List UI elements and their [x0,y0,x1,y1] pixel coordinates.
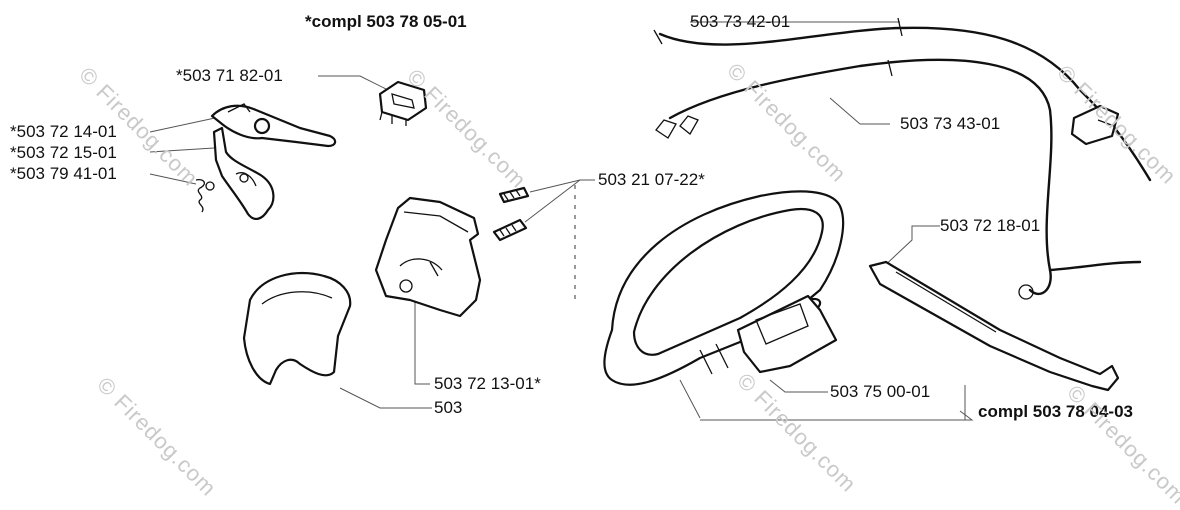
label-503-72-18-01: 503 72 18-01 [940,216,1041,235]
spring [195,178,215,213]
wire-connector [1070,104,1120,146]
label-503-72-15-01: *503 72 15-01 [10,143,117,162]
label-503-cut: 503 [434,398,463,417]
kit-label-bottom: compl 503 78 04-03 [978,402,1133,421]
parts-diagram: *compl 503 78 05-01 *503 71 82-01 *503 7… [10,12,1180,509]
stop-switch [378,80,428,126]
parts-drawing [149,17,1152,421]
screws [492,186,530,242]
label-503-75-00-01: 503 75 00-01 [830,382,931,401]
label-503-73-43-01: 503 73 43-01 [900,114,1001,133]
label-503-73-42-01: 503 73 42-01 [690,12,791,31]
kit-label-top: *compl 503 78 05-01 [305,12,467,31]
label-503-72-13-01: 503 72 13-01* [434,374,541,393]
label-503-21-07-22: 503 21 07-22* [598,170,705,189]
trigger-lever [210,103,337,148]
front-handle-bar [603,190,845,386]
label-503-79-41-01: *503 79 41-01 [10,164,117,183]
wire-harness-b [655,58,1142,300]
handle-cover [242,272,352,386]
throttle-trigger [212,126,275,220]
handle-rail [868,260,1120,392]
leader-lines [149,21,974,421]
handle-housing [374,196,482,318]
label-503-71-82-01: *503 71 82-01 [176,66,283,85]
label-503-72-14-01: *503 72 14-01 [10,122,117,141]
